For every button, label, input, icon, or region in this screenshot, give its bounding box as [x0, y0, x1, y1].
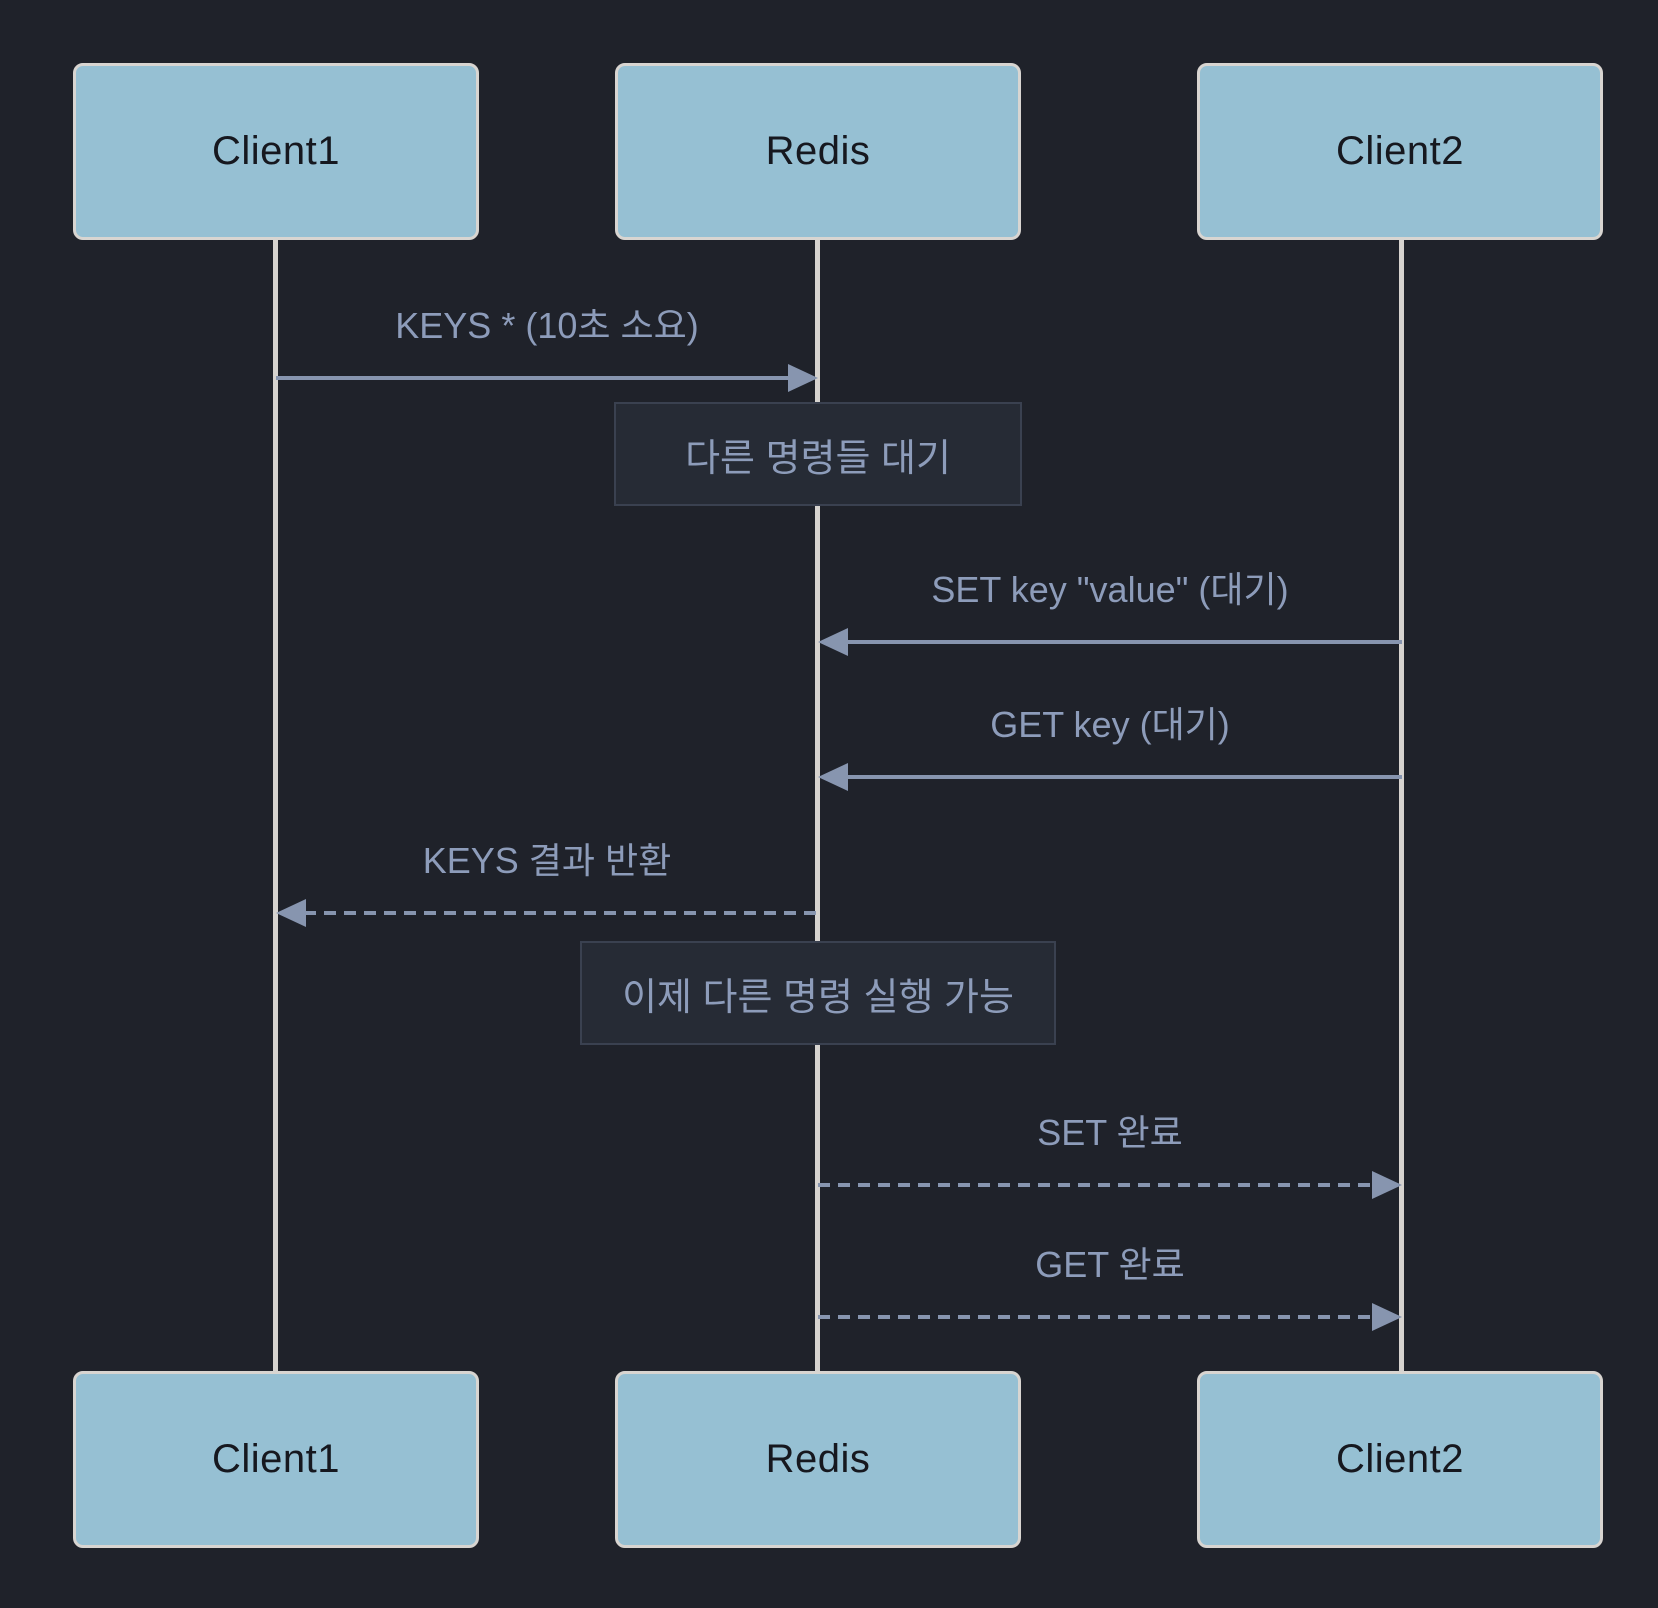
actor-client2-top: Client2: [1197, 63, 1603, 240]
message-label: GET key (대기): [990, 704, 1230, 745]
message-label: GET 완료: [1035, 1244, 1185, 1285]
arrowhead-left-icon: [276, 899, 306, 927]
lifeline-redis: [815, 240, 820, 1371]
note-waiting: 다른 명령들 대기: [614, 402, 1022, 506]
arrowhead-right-icon: [1372, 1303, 1402, 1331]
arrow-line: [304, 911, 818, 915]
actor-label: Redis: [765, 1437, 871, 1481]
message-label: SET 완료: [1037, 1112, 1183, 1153]
actor-label: Client2: [1335, 129, 1464, 173]
actor-label: Redis: [765, 129, 871, 173]
actor-client2-bottom: Client2: [1197, 1371, 1603, 1548]
arrow-line: [846, 640, 1402, 644]
arrowhead-left-icon: [818, 628, 848, 656]
note-label: 다른 명령들 대기: [685, 437, 951, 480]
message-label: KEYS * (10초 소요): [395, 305, 699, 346]
arrow-line: [276, 376, 790, 380]
arrow-line: [818, 1315, 1374, 1319]
arrow-line: [846, 775, 1402, 779]
actor-client1-bottom: Client1: [73, 1371, 479, 1548]
lifeline-client2: [1399, 240, 1404, 1371]
note-label: 이제 다른 명령 실행 가능: [622, 976, 1014, 1019]
actor-redis-bottom: Redis: [615, 1371, 1021, 1548]
actor-label: Client2: [1335, 1437, 1464, 1481]
message-label: SET key "value" (대기): [931, 569, 1289, 610]
actor-client1-top: Client1: [73, 63, 479, 240]
arrowhead-right-icon: [1372, 1171, 1402, 1199]
arrow-line: [818, 1183, 1374, 1187]
lifeline-client1: [273, 240, 278, 1371]
note-resumed: 이제 다른 명령 실행 가능: [580, 941, 1056, 1045]
message-label: KEYS 결과 반환: [422, 840, 672, 881]
arrowhead-right-icon: [788, 364, 818, 392]
actor-label: Client1: [211, 129, 340, 173]
actor-redis-top: Redis: [615, 63, 1021, 240]
actor-label: Client1: [211, 1437, 340, 1481]
arrowhead-left-icon: [818, 763, 848, 791]
